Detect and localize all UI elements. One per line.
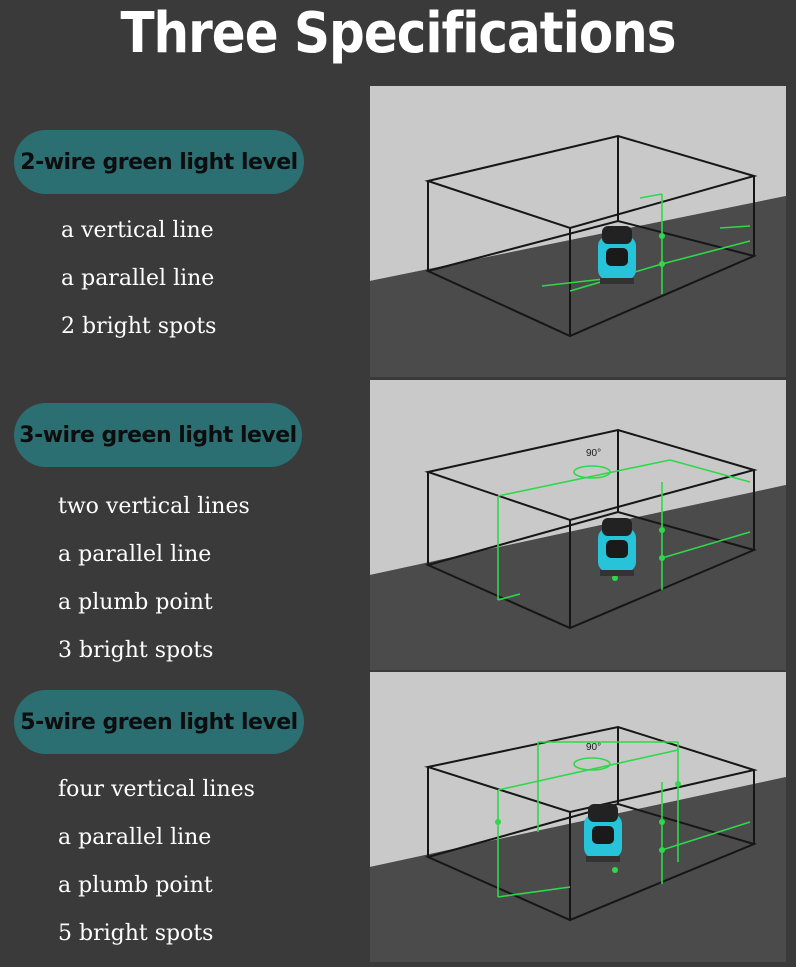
- spec-badge-label: 3-wire green light level: [19, 422, 297, 448]
- feature-item: 5 bright spots: [58, 921, 214, 946]
- feature-item: 2 bright spots: [61, 314, 217, 339]
- feature-item: a parallel line: [58, 825, 212, 850]
- laser-level-device: [598, 518, 636, 576]
- spec-badge-2-wire: 2-wire green light level: [14, 130, 304, 194]
- spec-badge-label: 5-wire green light level: [20, 709, 298, 735]
- diagram-3-wire: 90°: [370, 380, 786, 670]
- diagram-2-wire: [370, 86, 786, 377]
- feature-item: two vertical lines: [58, 494, 250, 519]
- feature-item: four vertical lines: [58, 777, 255, 802]
- feature-item: a parallel line: [61, 266, 215, 291]
- feature-item: a vertical line: [61, 218, 214, 243]
- diagram-5-wire: 90°: [370, 672, 786, 962]
- laser-level-device: [584, 804, 622, 862]
- feature-item: 3 bright spots: [58, 638, 214, 663]
- angle-label: 90°: [586, 742, 601, 753]
- page-title: Three Specifications: [120, 0, 676, 66]
- angle-label: 90°: [586, 448, 601, 459]
- feature-item: a parallel line: [58, 542, 212, 567]
- spec-badge-3-wire: 3-wire green light level: [14, 403, 302, 467]
- spec-badge-5-wire: 5-wire green light level: [14, 690, 304, 754]
- feature-item: a plumb point: [58, 590, 213, 615]
- laser-level-device: [598, 226, 636, 284]
- spec-badge-label: 2-wire green light level: [20, 149, 298, 175]
- feature-item: a plumb point: [58, 873, 213, 898]
